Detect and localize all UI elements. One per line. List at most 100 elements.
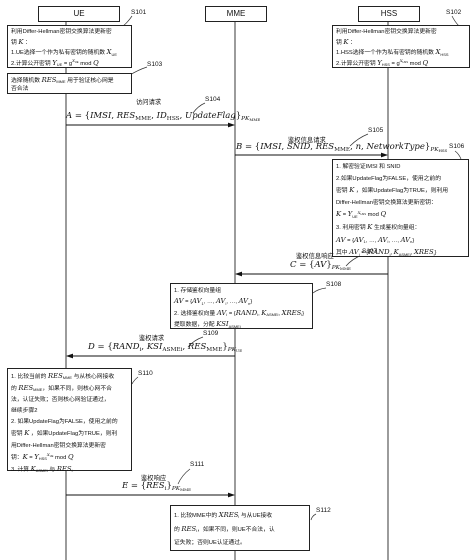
subscript: HSS xyxy=(381,62,390,68)
math-symbol: n xyxy=(355,142,362,152)
math-symbol: AV xyxy=(216,308,227,317)
math-symbol: X xyxy=(46,452,50,458)
box-text-line: 法，认证失败；否则核心网验证通过， xyxy=(11,397,110,404)
hss-header: HSS xyxy=(358,6,420,22)
math-symbol: Y xyxy=(347,210,353,219)
box-text-line: 2.计算公开密钥 YUE = gXUE mod Q xyxy=(11,58,99,68)
box-text-line: 提取数据，分配 KSIASMEi xyxy=(174,320,241,329)
math-symbol: XRES xyxy=(218,511,239,519)
subscript: PKMME xyxy=(172,486,191,492)
math-symbol: C xyxy=(290,260,297,270)
math-symbol: PK xyxy=(171,486,181,493)
math-symbol: PK xyxy=(227,347,236,354)
math-symbol: KSI xyxy=(146,342,163,352)
hss-key-update-box: 利用Differ-Hellman密钥交换算法更新密钥 K ：1.HSS选择一个作… xyxy=(332,25,470,68)
message-a-label: 访问请求 xyxy=(136,99,162,106)
math-symbol: AV xyxy=(174,297,184,306)
subscript: i xyxy=(164,486,167,493)
math-symbol: X xyxy=(106,48,112,57)
s106-leader xyxy=(454,150,462,160)
subscript: i xyxy=(389,251,391,257)
math-symbol: AV xyxy=(349,248,359,257)
subscript: n xyxy=(248,300,251,306)
subscript: MME xyxy=(33,387,43,393)
subscript: i xyxy=(238,514,240,520)
math-symbol: RAND xyxy=(368,248,390,257)
random-number-box: 选择随机数 RESMME 用于验证核心网是否合法 xyxy=(7,73,132,94)
box-text-line: 选择随机数 RESMME 用于验证核心网是 xyxy=(11,76,114,85)
math-symbol: K xyxy=(349,186,355,195)
box-text-line: 其中 AVi = {RANDi, KASMEi, XRESi} xyxy=(336,248,437,257)
math-symbol: RES xyxy=(146,481,165,491)
subscript: UE xyxy=(56,62,63,68)
math-symbol: XRES xyxy=(281,308,302,317)
box-text-line: Differ-Hellman密钥交换算法更新密钥： xyxy=(336,199,437,206)
math-symbol: Q xyxy=(93,58,99,67)
subscript: ASMEi xyxy=(228,323,241,329)
box-text-line: 2. 如果UpdateFlag为FALSE，使用之前的 xyxy=(11,419,118,426)
subscript: i xyxy=(387,238,389,244)
box-text-line: AV = {AV1, …, AVi, …, AVn} xyxy=(174,297,253,306)
box-text-line: 1. 比较当前的 RESMME 与从核心网接收 xyxy=(11,372,115,381)
ue-verify-compute-box: 1. 比较当前的 RESMME 与从核心网接收的 RESMME，如果不同，则核心… xyxy=(7,368,132,473)
subscript: i xyxy=(301,312,303,318)
math-symbol: AV xyxy=(377,235,388,244)
step-label-s107: S107 xyxy=(362,248,378,255)
superscript: XHSS xyxy=(400,58,408,64)
math-symbol: AV xyxy=(400,235,411,244)
subscript: ASMEi xyxy=(35,468,48,474)
message-b-label: 鉴权信息请求 xyxy=(288,137,326,144)
subscript: HSS xyxy=(38,456,47,462)
subscript: i xyxy=(257,312,259,318)
step-label-s106: S106 xyxy=(449,143,465,150)
subscript: ASMEi xyxy=(398,251,411,257)
subscript: MME xyxy=(249,117,261,123)
box-text-line: 密钥 K ，如果UpdateFlag为TRUE，则利 xyxy=(11,429,118,438)
math-symbol: AV xyxy=(336,235,346,244)
subscript: MME xyxy=(135,116,152,123)
math-symbol: K xyxy=(261,308,267,317)
ue-key-update-box: 利用Differ-Hellman密钥交换算法更新密钥 K ：1.UE选择一个作为… xyxy=(7,25,132,68)
box-text-line: 1. 解密验证IMSI 和 SNID xyxy=(336,164,401,170)
subscript: MME xyxy=(339,266,351,272)
math-symbol: RES xyxy=(48,372,63,380)
math-symbol: K xyxy=(22,452,28,461)
math-symbol: NetworkType xyxy=(366,142,425,152)
box-text-line: 1.HSS选择一个作为私有密钥的随机数 XHSS xyxy=(336,48,449,57)
step-label-s104: S104 xyxy=(205,96,221,103)
math-symbol: AV xyxy=(238,297,249,306)
math-symbol: KSI xyxy=(216,320,229,329)
math-symbol: PK xyxy=(331,265,340,272)
subscript: i xyxy=(433,251,435,257)
math-symbol: UpdateFlag xyxy=(185,111,236,121)
s105-leader xyxy=(349,133,369,147)
message-a-formula: A = {IMSI, RESMME, IDHSS, UpdateFlag}PKM… xyxy=(66,111,261,123)
box-text-line: AV = {AV1, …, AVi, …, AVn} xyxy=(336,235,415,244)
subscript: UE xyxy=(111,51,117,57)
subscript: UE xyxy=(49,455,54,459)
math-symbol: Q xyxy=(67,452,74,461)
step-label-s111: S111 xyxy=(190,461,205,468)
box-text-line: 2.计算公开密钥 YHSS = gXHSS mod Q xyxy=(336,58,429,68)
subscript: i xyxy=(196,528,198,534)
math-symbol: RAND xyxy=(112,342,140,352)
math-symbol: SNID xyxy=(286,142,311,152)
math-symbol: RAND xyxy=(235,308,258,317)
math-symbol: K xyxy=(30,464,36,473)
box-text-line: 否合法 xyxy=(11,86,29,93)
subscript: HSS xyxy=(438,148,448,154)
box-text-line: 利用Differ-Hellman密钥交换算法更新密 xyxy=(11,29,112,35)
math-symbol: XRES xyxy=(414,248,434,257)
subscript: MME xyxy=(206,347,223,354)
subscript: ASMEi xyxy=(266,312,279,318)
message-d-label: 鉴权请求 xyxy=(139,335,165,342)
step-label-s102: S102 xyxy=(446,9,462,16)
box-text-line: 3. 计算 KASMEi 与 RESi xyxy=(11,464,73,474)
box-text-line: K = YUEXHSS mod Q xyxy=(336,210,387,219)
math-symbol: ID xyxy=(156,111,167,121)
step-label-s101: S101 xyxy=(131,9,147,16)
math-symbol: IMSI xyxy=(90,111,112,121)
box-text-line: 3. 利用密钥 K 生成鉴权向量组： xyxy=(336,222,421,231)
math-symbol: IMSI xyxy=(260,142,282,152)
